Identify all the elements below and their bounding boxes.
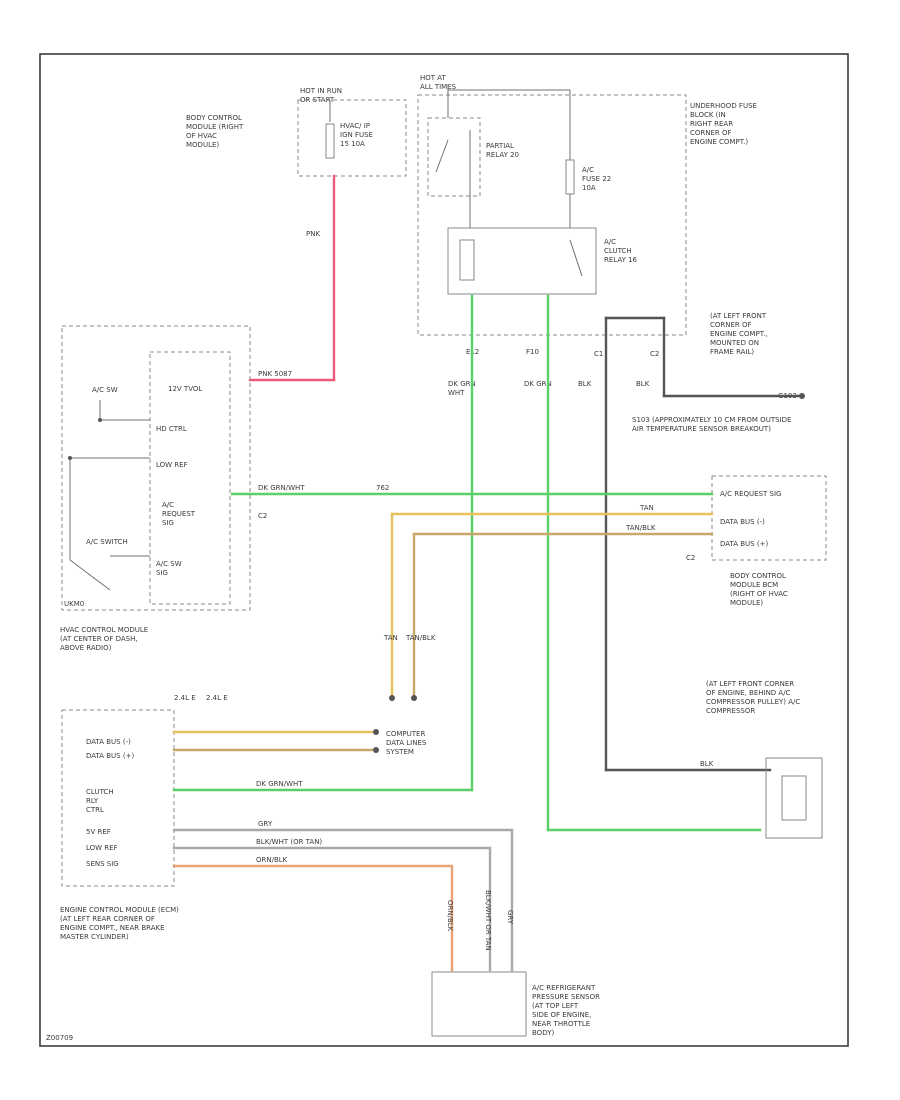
g103-ground-dot [799,393,805,399]
hvac-connector-c2: C2 [258,512,267,520]
pnk-wire-label: PNK [306,230,320,238]
dk-grn-wht-label-3: DK GRN/WHT [256,780,303,788]
bcm-right-connector: C2 [686,554,695,562]
diagram-frame [39,53,849,1047]
tan-blk-label: TAN/BLK [625,524,656,532]
gry-label: GRY [258,820,273,828]
hvac-pin-low-ref: LOW REF [156,461,188,469]
ac-compressor-box [765,757,823,839]
gry-5v-ref-wire [172,828,514,972]
fuse-22-symbol [565,159,575,195]
ac-clutch-relay-box [447,227,597,295]
hvac-internal-block [149,351,231,605]
ecm-row-5v-ref: 5V REF [86,828,111,836]
fuse-15-symbol [325,123,335,159]
blk-wht-low-ref-wire [172,846,492,972]
data-bus-arrow-2 [411,695,417,701]
gry-vertical-label: GRY [506,910,514,925]
fuse-hot-run-box [297,99,407,177]
ecm-row-data-minus: DATA BUS (-) [86,738,131,746]
ecm-row-low-ref: LOW REF [86,844,118,852]
ecm-box [61,709,175,887]
hvac-module-label: HVAC CONTROL MODULE(AT CENTER OF DASH,AB… [60,626,148,652]
ecm-header-c2: 2.4L E [206,694,228,702]
pressure-sensor-box [431,971,527,1037]
hvac-pin-12v: 12V TVOL [168,385,202,393]
bcm-right-pin-data-plus: DATA BUS (+) [720,540,768,548]
underhood-fuse-block [417,94,687,336]
wire-762-label: 762 [376,484,389,492]
connector-c1-label: C1 [594,350,603,358]
hvac-control-module [61,325,251,611]
computer-data-arrow-2 [373,747,379,753]
tan-blk-vertical-label: TAN/BLK [405,634,436,642]
diagram-id: Z00709 [46,1034,73,1042]
ac-compressor-clutch [781,775,807,821]
orn-blk-label: ORN/BLK [256,856,288,864]
ecm-header-c1: 2.4L E [174,694,196,702]
data-bus-arrow-1 [389,695,395,701]
connector-c2-label: C2 [650,350,659,358]
bcm-right-box [711,475,827,561]
ecm-row-sens-sig: SENS SIG [86,860,119,868]
f10-pin-label: F10 [526,348,539,356]
pnk-5087-label: PNK 5087 [258,370,292,378]
blk-wire-label-1: BLK [578,380,592,388]
hvac-switch-bottom-label: A/C SWITCH [86,538,128,546]
dk-grn-wht-label-2: DK GRN/WHT [258,484,305,492]
blk-wht-label: BLK/WHT (OR TAN) [256,838,322,846]
computer-data-arrow-1 [373,729,379,735]
orn-blk-sens-sig-wire [172,864,454,972]
tan-vertical-label: TAN [383,634,398,642]
tan-label: TAN [639,504,654,512]
hvac-module-code: UKM0 [64,600,84,608]
blk-wire-label-2: BLK [636,380,650,388]
partial-relay-box [427,117,481,197]
bcm-right-pin-data-minus: DATA BUS (-) [720,518,765,526]
blk-wire-label-3: BLK [700,760,714,768]
orn-blk-vertical-label: ORN/BLK [446,900,454,932]
hvac-switch-top-label: A/C SW [92,386,118,394]
hvac-pin-hd-ctrl: HD CTRL [156,425,187,433]
dk-grn-label: DK GRN [524,380,552,388]
blk-wht-vertical-label: BLK/WHT OR TAN [484,890,492,951]
relay-coil [459,239,475,281]
ecm-label: ENGINE CONTROL MODULE (ECM)(AT LEFT REAR… [60,906,179,941]
ecm-row-data-plus: DATA BUS (+) [86,752,134,760]
bcm-right-pin-ac-request: A/C REQUEST SIG [720,490,781,498]
